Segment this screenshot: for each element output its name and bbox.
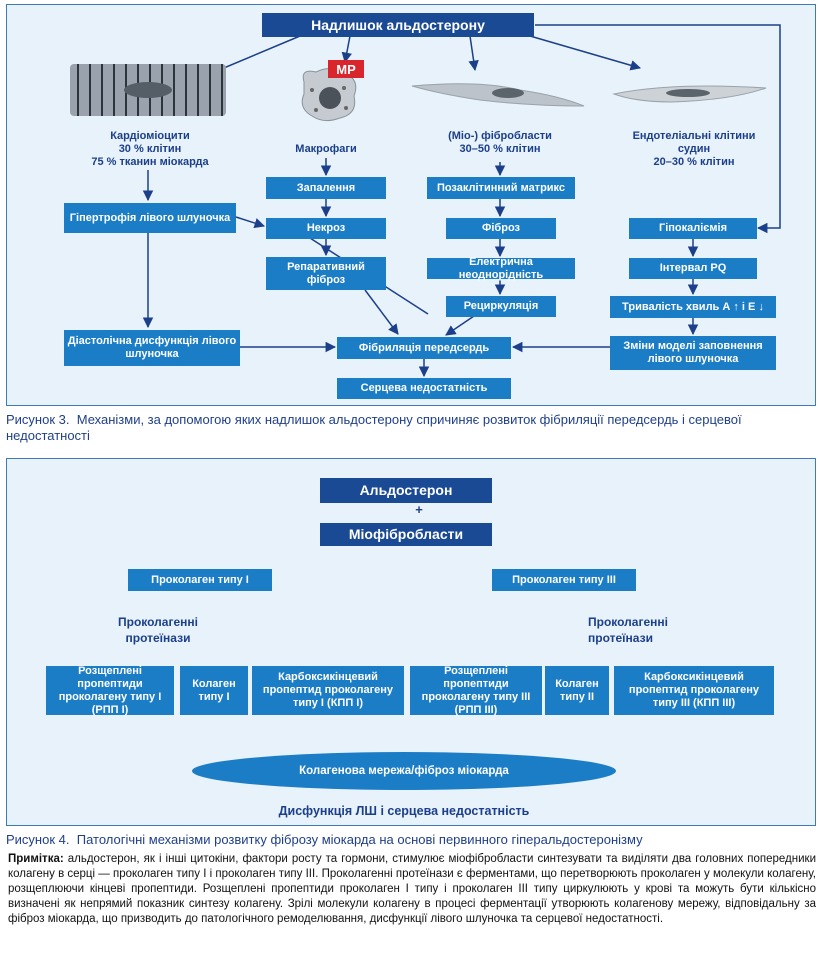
figure4-caption-text: Патологічні механізми розвитку фіброзу м… [76, 832, 643, 847]
hypokalemia-box: Гіпокаліємія [629, 218, 757, 239]
procollagen-type1-box: Проколаген типу I [128, 569, 272, 591]
result-label: Дисфункція ЛШ і серцева недостатність [278, 804, 530, 818]
mr-badge: МР [328, 60, 364, 78]
kpp1-box: Карбоксикінцевий пропептид проколагену т… [252, 666, 404, 715]
figure3-caption-text: Механізми, за допомогою яких надлишок ал… [6, 412, 742, 443]
diastolic-dysfunction-box: Діастолічна дисфункція лівого шлуночка [64, 330, 240, 366]
filling-pattern-box: Зміни моделі заповнення лівого шлуночка [610, 336, 776, 370]
proteinases-right-label: Проколагенні протеїнази [588, 615, 668, 645]
proteinases-left-label: Проколагенні протеїнази [118, 615, 198, 645]
aldosterone-excess-box: Надлишок альдостерону [262, 13, 534, 37]
recirculation-box: Рециркуляція [446, 296, 556, 317]
myofibroblasts-box: Міофібробласти [320, 523, 492, 546]
rpp1-box: Розщеплені пропептиди проколагену типу I… [46, 665, 174, 716]
extracellular-matrix-box: Позаклітинний матрикс [427, 177, 575, 199]
collagen-network-ellipse: Колагенова мережа/фіброз міокарда [192, 752, 616, 790]
necrosis-box: Некроз [266, 218, 386, 239]
wave-duration-box: Тривалість хвиль А ↑ і Е ↓ [610, 296, 776, 318]
macrophages-label: Макрофаги [295, 143, 357, 155]
macrophage-icon [296, 64, 362, 124]
inflammation-box: Запалення [266, 177, 386, 199]
hypertrophy-box: Гіпертрофія лівого шлуночка [64, 203, 236, 233]
collagen-type1-box: Колаген типу I [180, 666, 248, 715]
heart-failure-box: Серцева недостатність [337, 378, 511, 399]
cardiomyocyte-icon [68, 58, 228, 122]
rpp3-box: Розщеплені пропептиди проколагену типу I… [410, 665, 542, 716]
figure3-caption: Рисунок 3. Механізми, за допомогою яких … [6, 412, 806, 444]
endothelial-cell-icon [612, 78, 768, 108]
figure4-caption: Рисунок 4. Патологічні механізми розвитк… [6, 832, 806, 848]
note-label: Примітка: [8, 853, 64, 865]
figure4-note: Примітка: альдостерон, як і інші цитокін… [8, 852, 816, 927]
atrial-fibrillation-box: Фібриляція передсердь [337, 337, 511, 359]
procollagen-type3-box: Проколаген типу III [492, 569, 636, 591]
fibroblast-icon [410, 76, 586, 110]
plus-sign: + [415, 502, 423, 517]
kpp3-box: Карбоксикінцевий пропептид проколагену т… [614, 666, 774, 715]
pq-interval-box: Інтервал PQ [629, 258, 757, 279]
collagen-type2-box: Колаген типу II [545, 666, 609, 715]
electrical-inhomogeneity-box: Електрична неоднорідність [427, 256, 575, 281]
aldosterone-box: Альдостерон [320, 478, 492, 503]
fibrosis-box: Фіброз [446, 218, 556, 239]
note-text: альдостерон, як і інші цитокіни, фактори… [8, 853, 816, 925]
figure3-caption-prefix: Рисунок 3. [6, 412, 70, 427]
reparative-fibrosis-box: Репаративний фіброз [266, 257, 386, 290]
figure4-caption-prefix: Рисунок 4. [6, 832, 70, 847]
